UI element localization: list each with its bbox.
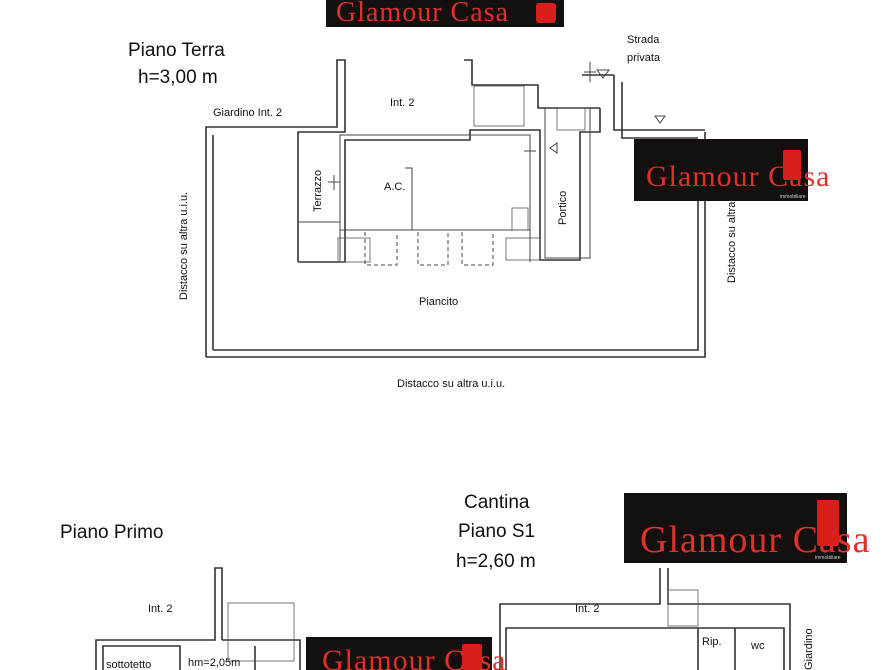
int2-label-ground: Int. 2 (390, 97, 414, 109)
wc-label: wc (750, 640, 765, 652)
first-floor-plan (95, 567, 301, 670)
first-floor-title: Piano Primo (60, 522, 164, 543)
terrace-label: Terrazzo (312, 170, 324, 212)
svg-text:immobiliare: immobiliare (815, 555, 841, 561)
garden-label-cellar: Giardino (803, 628, 815, 670)
setback-left-label: Distacco su altra u.i.u. (178, 192, 190, 300)
setback-bottom-label: Distacco su altra u.i.u. (397, 378, 505, 390)
house-icon (462, 644, 482, 670)
cellar-level: Piano S1 (458, 521, 535, 542)
cellar-title: Cantina (464, 492, 530, 513)
logo-bottom-right: Glamour Casa immobiliare (624, 493, 869, 563)
logo-top: Glamour Casa (326, 0, 564, 28)
logo-bottom-center: Glamour Casa (306, 637, 506, 670)
storage-label: Rip. (702, 636, 722, 648)
cellar-height: h=2,60 m (456, 551, 536, 572)
porch-label: Portico (557, 191, 569, 225)
setback-right-label: Distacco su altra u.i.u. (726, 175, 738, 283)
svg-text:immobiliare: immobiliare (780, 194, 806, 200)
ground-floor-plan (205, 59, 706, 358)
yard-label: Piancito (419, 296, 458, 308)
house-icon (536, 3, 556, 23)
living-label: A.C. (384, 181, 405, 193)
road-label-1: Strada (627, 34, 660, 46)
ground-floor-height: h=3,00 m (138, 67, 218, 88)
road-label-2: privata (627, 52, 661, 64)
garden-label: Giardino Int. 2 (213, 107, 282, 119)
svg-text:Glamour Casa: Glamour Casa (646, 160, 830, 193)
cellar-plan (499, 568, 791, 670)
ground-floor-title: Piano Terra (128, 40, 225, 61)
hm-label: hm=2,05m (188, 657, 240, 669)
int2-label-cellar: Int. 2 (575, 603, 599, 615)
int2-label-first: Int. 2 (148, 603, 172, 615)
svg-text:Glamour Casa: Glamour Casa (322, 644, 506, 670)
logo-right: Glamour Casa immobiliare (634, 139, 830, 201)
svg-text:Glamour Casa: Glamour Casa (336, 0, 509, 28)
attic-label: sottotetto (106, 659, 151, 670)
house-icon (817, 500, 839, 546)
house-icon (783, 150, 801, 180)
